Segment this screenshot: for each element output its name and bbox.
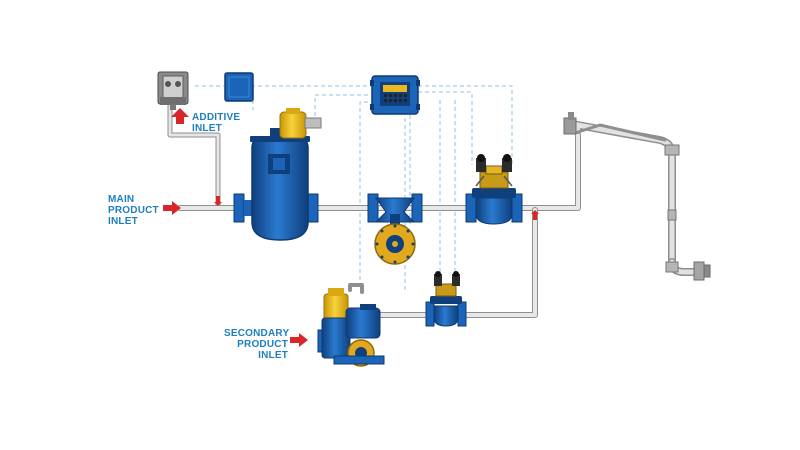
secondary-label-line: SECONDARY	[224, 328, 290, 339]
additive-label-line: ADDITIVE	[192, 112, 241, 123]
secondary-pump-unit	[317, 288, 385, 367]
main-label-line: INLET	[108, 216, 138, 227]
signal-line	[359, 101, 375, 290]
signal-line	[418, 91, 473, 165]
secondary-product-inlet-label: SECONDARY PRODUCT INLET	[224, 328, 290, 361]
additive-injector	[157, 71, 189, 110]
secondary-control-valve	[425, 271, 467, 327]
secondary-tie-in-arrow	[531, 210, 539, 220]
additive-label-line: INLET	[192, 123, 222, 134]
secondary-label-line: PRODUCT	[237, 339, 288, 350]
additive-inlet-label: ADDITIVE INLET	[192, 112, 240, 134]
main-label-line: PRODUCT	[108, 205, 159, 216]
additive-injection-point-arrow	[214, 196, 222, 206]
flow-arrows	[163, 108, 539, 347]
additive-inlet-arrow	[171, 108, 189, 124]
main-label-line: MAIN	[108, 194, 135, 205]
loading-arm	[568, 120, 676, 266]
signal-line	[314, 94, 375, 118]
signal-lines	[195, 85, 513, 290]
secondary-label-line: INLET	[258, 350, 288, 361]
loading-arm-joints	[563, 112, 711, 281]
main-control-valve	[465, 154, 523, 225]
secondary-inlet-arrow	[290, 333, 308, 347]
main-product-inlet-label: MAIN PRODUCT INLET	[108, 194, 159, 227]
signal-line	[418, 85, 513, 165]
strainer-air-eliminator	[233, 108, 322, 241]
preset-controller	[370, 75, 420, 115]
flow-meter	[367, 193, 423, 265]
main-inlet-arrow	[163, 201, 181, 215]
junction-box	[224, 72, 254, 102]
